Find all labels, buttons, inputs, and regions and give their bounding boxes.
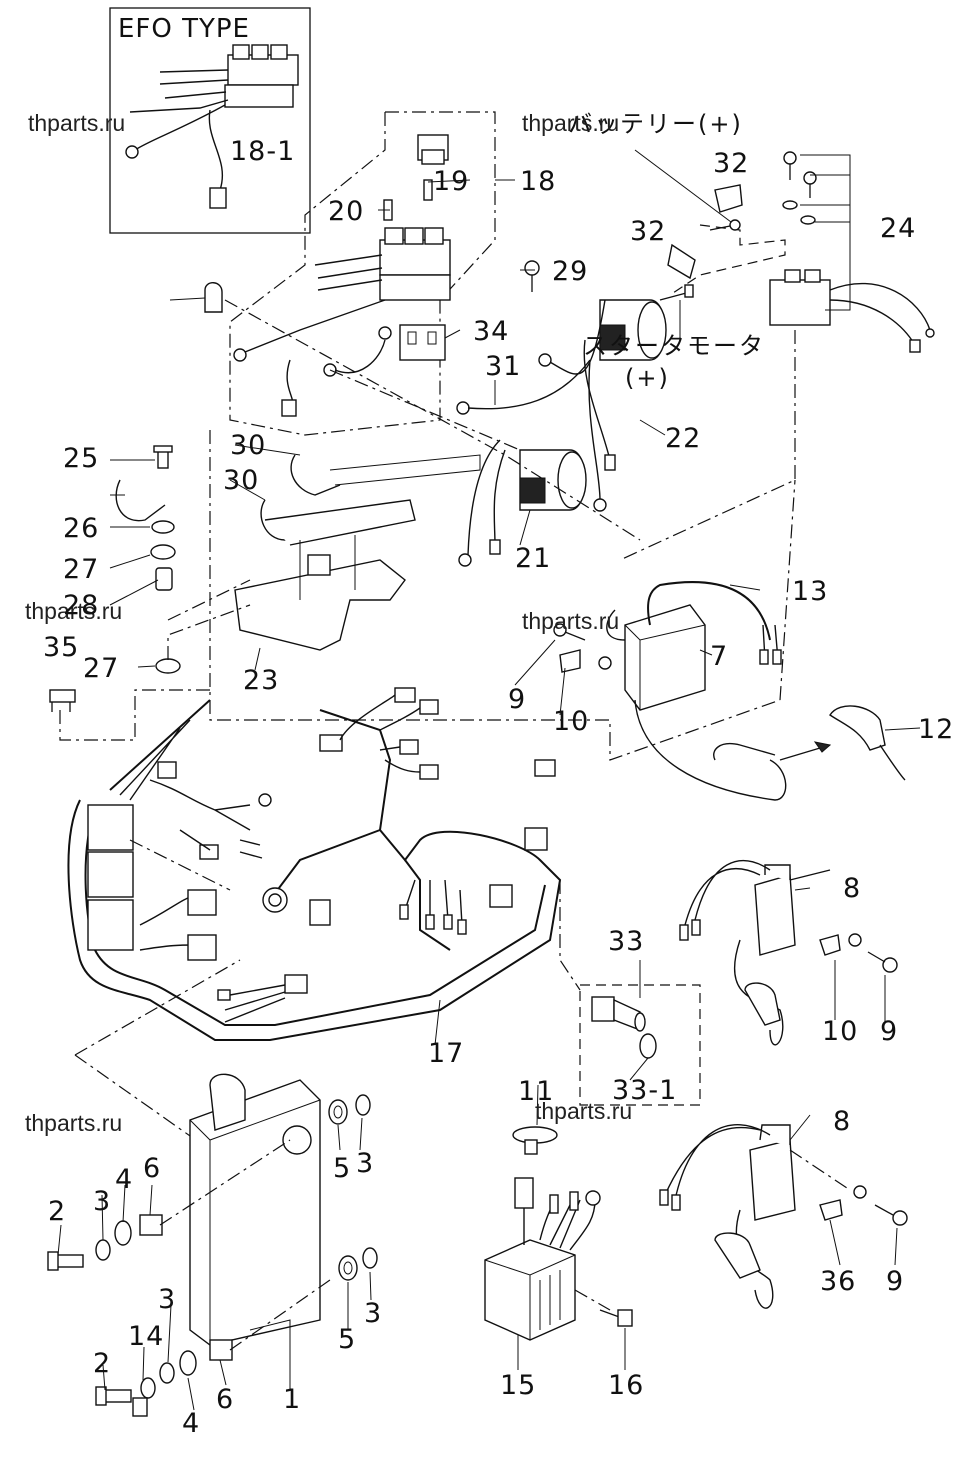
callout-18: 18	[520, 166, 557, 197]
callout-28: 28	[63, 590, 100, 621]
callout-10-upper: 10	[553, 706, 590, 737]
band-11	[512, 1126, 558, 1155]
callout-18-1: 18-1	[230, 136, 296, 167]
battery-plus-label: バッテリー(+)	[568, 110, 743, 138]
callout-34: 34	[473, 316, 510, 347]
small-parts-stack	[49, 445, 181, 712]
solenoid-21	[458, 439, 587, 567]
callout-4-lower: 4	[182, 1408, 201, 1439]
inset-title: EFO TYPE	[118, 14, 250, 44]
callout-4-upper: 4	[115, 1164, 134, 1195]
callout-19: 19	[433, 166, 470, 197]
bracket-23	[234, 454, 481, 651]
bolt-29	[524, 260, 540, 292]
callout-20: 20	[328, 196, 365, 227]
callout-7: 7	[710, 641, 729, 672]
bolt-16	[599, 1309, 633, 1327]
callout-22: 22	[665, 423, 702, 454]
callout-26: 26	[63, 513, 100, 544]
callout-6-lower: 6	[216, 1384, 235, 1415]
clip-32	[204, 282, 223, 313]
solenoid-22	[583, 299, 667, 512]
ignition-coil-8-lower	[659, 1124, 908, 1309]
callout-9-lower: 9	[886, 1266, 905, 1297]
callout-33-1: 33-1	[612, 1075, 678, 1106]
callout-13: 13	[792, 576, 829, 607]
watermark: thparts.ru	[28, 110, 126, 136]
callout-10-lower: 10	[822, 1016, 859, 1047]
callout-9-mid: 9	[880, 1016, 899, 1047]
rectifier-15	[484, 1177, 611, 1341]
wiring-harness-17	[67, 687, 562, 1041]
battery-starter-area	[619, 149, 935, 561]
callout-3-c: 3	[158, 1284, 177, 1315]
relay-group-18	[229, 111, 496, 436]
leader-lines-middle	[74, 839, 701, 1151]
callout-2-lower: 2	[93, 1348, 112, 1379]
callout-8-upper: 8	[843, 873, 862, 904]
callout-23: 23	[243, 665, 280, 696]
callout-12: 12	[918, 714, 955, 745]
callout-14: 14	[128, 1321, 165, 1352]
callout-27-a: 27	[63, 554, 100, 585]
callout-9-upper: 9	[508, 684, 527, 715]
ecu-fasteners	[47, 1094, 378, 1417]
callout-leaders	[57, 179, 921, 1411]
callout-11: 11	[518, 1076, 555, 1107]
callout-2-upper: 2	[48, 1196, 67, 1227]
callout-1: 1	[283, 1384, 302, 1415]
callout-32-top: 32	[713, 148, 750, 179]
callout-24: 24	[880, 213, 917, 244]
clamp-10-upper	[559, 649, 581, 673]
callout-32-mid: 32	[630, 216, 667, 247]
plug-cap-12	[779, 705, 906, 781]
bracket-34	[399, 324, 446, 361]
callout-25: 25	[63, 443, 100, 474]
callout-30-a: 30	[230, 430, 267, 461]
watermark: thparts.ru	[25, 1110, 123, 1136]
bolt-9-upper	[553, 623, 586, 641]
callout-35: 35	[43, 632, 80, 663]
callout-33: 33	[608, 926, 645, 957]
callout-31: 31	[485, 351, 522, 382]
ignition-coil-7	[598, 581, 787, 801]
callout-21: 21	[515, 543, 552, 574]
callout-15: 15	[500, 1370, 537, 1401]
callout-5-lower: 5	[338, 1324, 357, 1355]
callout-17: 17	[428, 1038, 465, 1069]
cable-31	[456, 299, 606, 415]
callout-5-upper: 5	[333, 1153, 352, 1184]
leader-lines-upper	[59, 299, 796, 761]
callout-3-a: 3	[356, 1148, 375, 1179]
sensor-33	[591, 996, 657, 1059]
callout-29: 29	[552, 256, 589, 287]
starter-motor-label: スタータモータ	[583, 332, 765, 360]
callout-27-b: 27	[83, 653, 120, 684]
callout-36: 36	[820, 1266, 857, 1297]
callout-30-b: 30	[223, 465, 260, 496]
callout-16: 16	[608, 1370, 645, 1401]
efo-type-inset	[109, 7, 311, 234]
watermark: thparts.ru	[522, 608, 620, 634]
starter-motor-plus-label: (+)	[625, 364, 670, 392]
callout-6-upper: 6	[143, 1153, 162, 1184]
callout-3-d: 3	[364, 1298, 383, 1329]
ignition-coil-8-upper	[679, 860, 898, 1046]
ecu-1	[189, 1073, 321, 1346]
watermark: thparts.ru	[25, 598, 123, 624]
watermark: thparts.ru	[535, 1098, 633, 1124]
callout-3-b: 3	[93, 1186, 112, 1217]
callout-8-lower: 8	[833, 1106, 852, 1137]
watermark: thparts.ru	[522, 110, 620, 136]
